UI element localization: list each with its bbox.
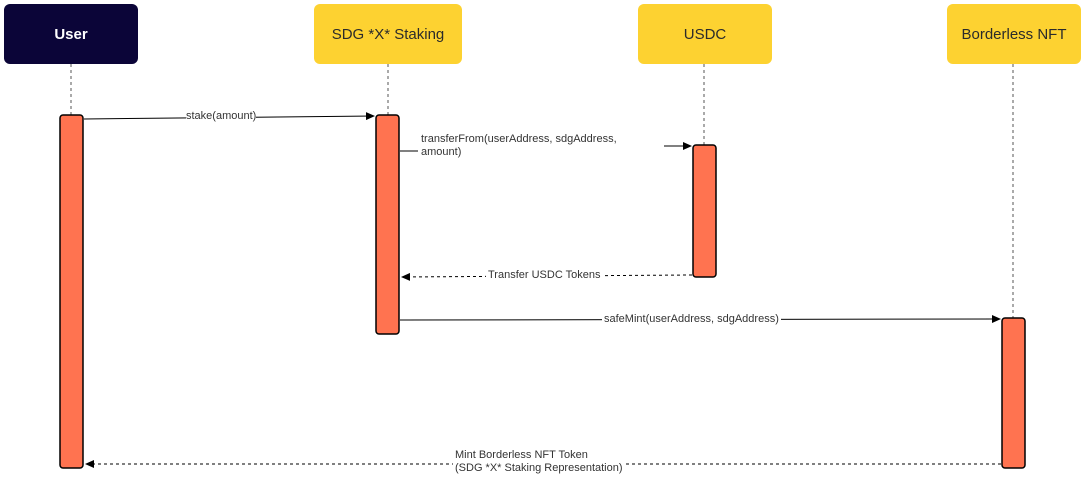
label-stake: stake(amount) [186, 110, 257, 123]
actor-usdc: USDC [638, 4, 772, 64]
label-transfer-usdc: Transfer USDC Tokens [486, 269, 603, 282]
activation-nft [1001, 317, 1026, 469]
actor-staking: SDG *X* Staking [314, 4, 462, 64]
activation-usdc [692, 144, 717, 278]
label-mint-return-line1: Mint Borderless NFT Token [455, 449, 588, 461]
actor-nft: Borderless NFT [947, 4, 1081, 64]
actor-nft-label: Borderless NFT [961, 25, 1067, 43]
label-transfer-from: transferFrom(userAddress, sdgAddress, am… [421, 133, 617, 159]
actor-usdc-label: USDC [683, 25, 727, 43]
actor-user: User [4, 4, 138, 64]
label-transfer-from-line1: transferFrom(userAddress, sdgAddress, [421, 133, 617, 145]
activation-user [59, 114, 84, 469]
activation-staking [375, 114, 400, 335]
actor-user-label: User [54, 25, 88, 43]
label-safe-mint: safeMint(userAddress, sdgAddress) [602, 313, 781, 326]
label-mint-return-line2: (SDG *X* Staking Representation) [455, 462, 623, 474]
label-mint-return: Mint Borderless NFT Token (SDG *X* Staki… [453, 449, 625, 475]
label-transfer-from-line2: amount) [421, 146, 462, 158]
actor-staking-label: SDG *X* Staking [331, 25, 445, 43]
